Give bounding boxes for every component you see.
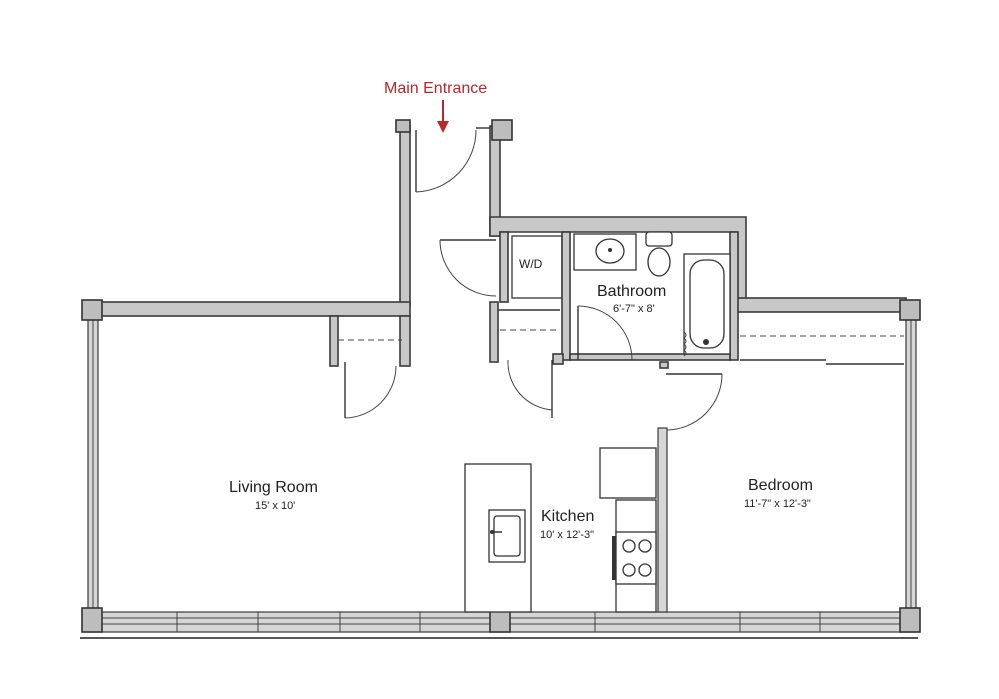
living-room-dims: 15' x 10' bbox=[255, 500, 295, 512]
entrance-arrow-icon bbox=[437, 100, 449, 133]
bathroom-walls bbox=[561, 231, 739, 369]
bedroom-dims: 11'-7" x 12'-3" bbox=[744, 498, 811, 510]
bathroom-name: Bathroom bbox=[597, 283, 666, 300]
sink-icon bbox=[488, 509, 526, 563]
kitchen-name: Kitchen bbox=[541, 508, 594, 525]
bedroom-door bbox=[665, 373, 723, 431]
sink-icon bbox=[573, 233, 637, 271]
living-room-name: Living Room bbox=[229, 479, 318, 496]
entrance-door bbox=[415, 127, 490, 193]
bedroom-name: Bedroom bbox=[748, 477, 813, 494]
bedroom-closet bbox=[740, 335, 904, 365]
toilet-icon bbox=[645, 231, 673, 277]
living-closet bbox=[329, 315, 411, 419]
washer-dryer-label: W/D bbox=[519, 257, 543, 271]
hall-closet bbox=[489, 301, 564, 418]
bathtub-icon bbox=[683, 253, 731, 357]
kitchen-bedroom-wall bbox=[657, 427, 668, 613]
kitchen-dims: 10' x 12'-3" bbox=[540, 529, 594, 541]
bathroom-dims: 6'-7" x 8' bbox=[613, 303, 655, 315]
main-entrance-label: Main Entrance bbox=[384, 80, 487, 97]
refrigerator-icon bbox=[599, 447, 657, 499]
stove-icon bbox=[612, 531, 657, 585]
bathroom-door bbox=[577, 305, 633, 361]
washer-dryer-closet: W/D bbox=[439, 231, 563, 303]
